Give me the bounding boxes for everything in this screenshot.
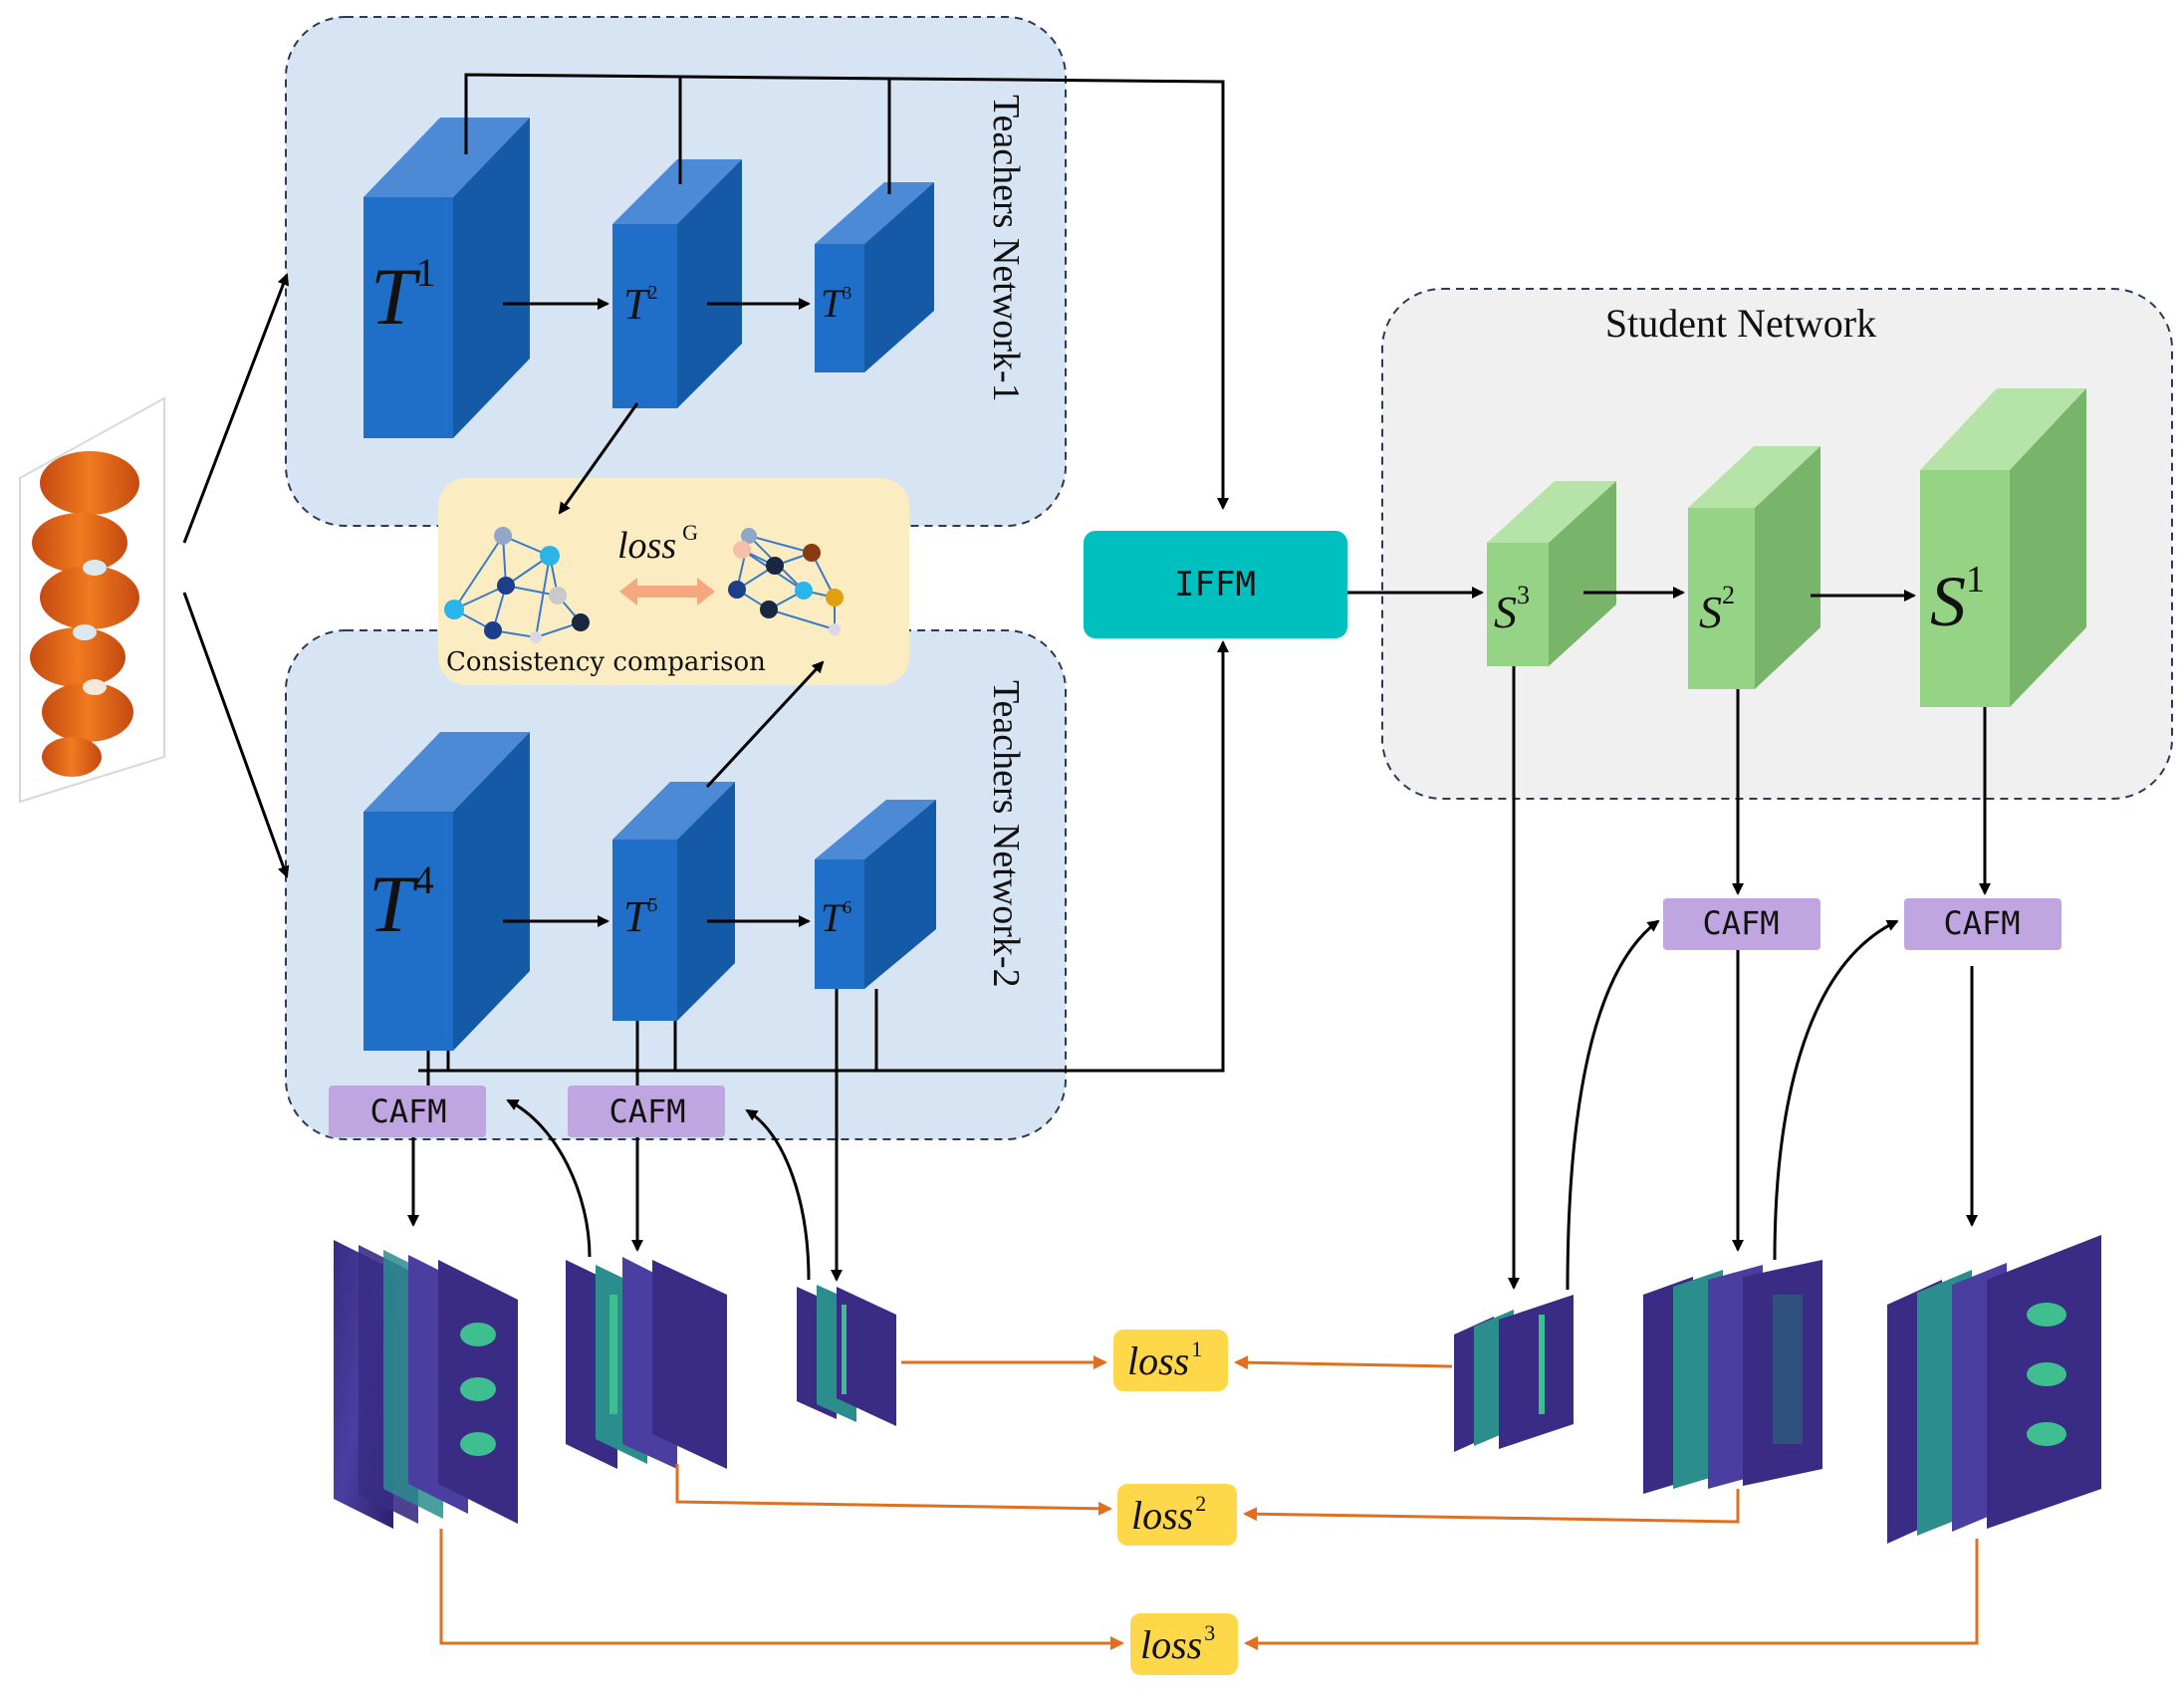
orange-fm-s3-to-loss1 bbox=[1234, 1355, 1453, 1370]
teacher-label-t4: T4 bbox=[368, 857, 434, 949]
teacher-label-t2: T2 bbox=[623, 280, 657, 329]
loss-2-label: loss2 bbox=[1131, 1491, 1206, 1538]
input-image bbox=[19, 396, 165, 804]
cafm-s2: CAFM bbox=[1663, 898, 1820, 950]
cafm-s1: CAFM bbox=[1904, 898, 2062, 950]
feature-map-teacher-large bbox=[334, 1240, 518, 1529]
student-label-s2: S2 bbox=[1699, 581, 1735, 637]
orange-fm-s1-to-loss3 bbox=[1244, 1539, 1979, 1650]
teacher-label-t5: T5 bbox=[623, 892, 657, 941]
arrow-input-to-net2 bbox=[182, 592, 290, 878]
consistency-caption: Consistency comparison bbox=[446, 647, 766, 677]
cafm-s1-label: CAFM bbox=[1943, 904, 2020, 942]
teacher-block-t4 bbox=[364, 732, 530, 1051]
cafm-t4: CAFM bbox=[329, 1086, 486, 1137]
teacher-block-t2 bbox=[612, 159, 742, 408]
student-block-s2 bbox=[1688, 446, 1820, 689]
t1-to-ifm-bus bbox=[464, 73, 1229, 510]
orange-fm-medium-to-loss2 bbox=[675, 1464, 1112, 1516]
teacher-block-t3 bbox=[815, 182, 934, 372]
curve-fm-s2-to-cafm-s1 bbox=[1773, 919, 1899, 1261]
loss-1-box: loss1 bbox=[1113, 1330, 1228, 1391]
ifm-label: IFFM bbox=[1174, 565, 1256, 605]
loss-3-label: loss3 bbox=[1140, 1620, 1215, 1667]
curve-fm-medium-to-cafm-t4 bbox=[506, 1098, 592, 1258]
cafm-s2-label: CAFM bbox=[1702, 904, 1779, 942]
cafm-t4-label: CAFM bbox=[369, 1092, 446, 1130]
cafm-t5-label: CAFM bbox=[608, 1092, 685, 1130]
loss-3-box: loss3 bbox=[1130, 1613, 1238, 1675]
teachers-network-2-label: Teachers Network-2 bbox=[985, 680, 1027, 988]
feature-map-student-small bbox=[1454, 1295, 1574, 1452]
arrow-t2-to-consistency bbox=[558, 402, 639, 515]
loss-1-label: loss1 bbox=[1127, 1336, 1202, 1383]
student-block-s1 bbox=[1920, 388, 2086, 707]
student-block-s3 bbox=[1487, 481, 1616, 666]
teacher-block-t1 bbox=[364, 118, 530, 438]
orange-fm-s2-to-loss2 bbox=[1243, 1489, 1740, 1524]
curve-fm-s3-to-cafm-s2 bbox=[1566, 919, 1660, 1291]
curve-fm-small-to-cafm-t5 bbox=[745, 1108, 811, 1281]
ifm-module: IFFM bbox=[1084, 531, 1347, 638]
teachers-network-1-label: Teachers Network-1 bbox=[985, 95, 1027, 402]
student-label-s3: S3 bbox=[1494, 581, 1530, 637]
feature-map-teacher-small bbox=[797, 1285, 896, 1426]
cafm-t5: CAFM bbox=[568, 1086, 725, 1137]
teacher-label-t3: T3 bbox=[821, 281, 851, 326]
t-net2-to-ifm-bus bbox=[418, 640, 1229, 1073]
teacher-block-t5 bbox=[612, 782, 735, 1021]
teacher-label-t6: T6 bbox=[821, 895, 851, 940]
loss-2-box: loss2 bbox=[1117, 1484, 1237, 1546]
orange-fm-large-to-loss3 bbox=[439, 1529, 1124, 1650]
teacher-label-t1: T1 bbox=[370, 250, 436, 342]
feature-map-teacher-medium bbox=[566, 1257, 727, 1469]
feature-map-student-medium bbox=[1643, 1260, 1822, 1494]
teacher-block-t6 bbox=[815, 800, 936, 989]
student-network-label: Student Network bbox=[1605, 301, 1876, 346]
arrow-t5-to-consistency bbox=[705, 660, 825, 789]
feature-map-student-large bbox=[1887, 1235, 2101, 1544]
arrow-input-to-net1 bbox=[182, 273, 290, 544]
consistency-double-arrow bbox=[619, 578, 715, 606]
student-label-s1: S1 bbox=[1930, 559, 1985, 641]
